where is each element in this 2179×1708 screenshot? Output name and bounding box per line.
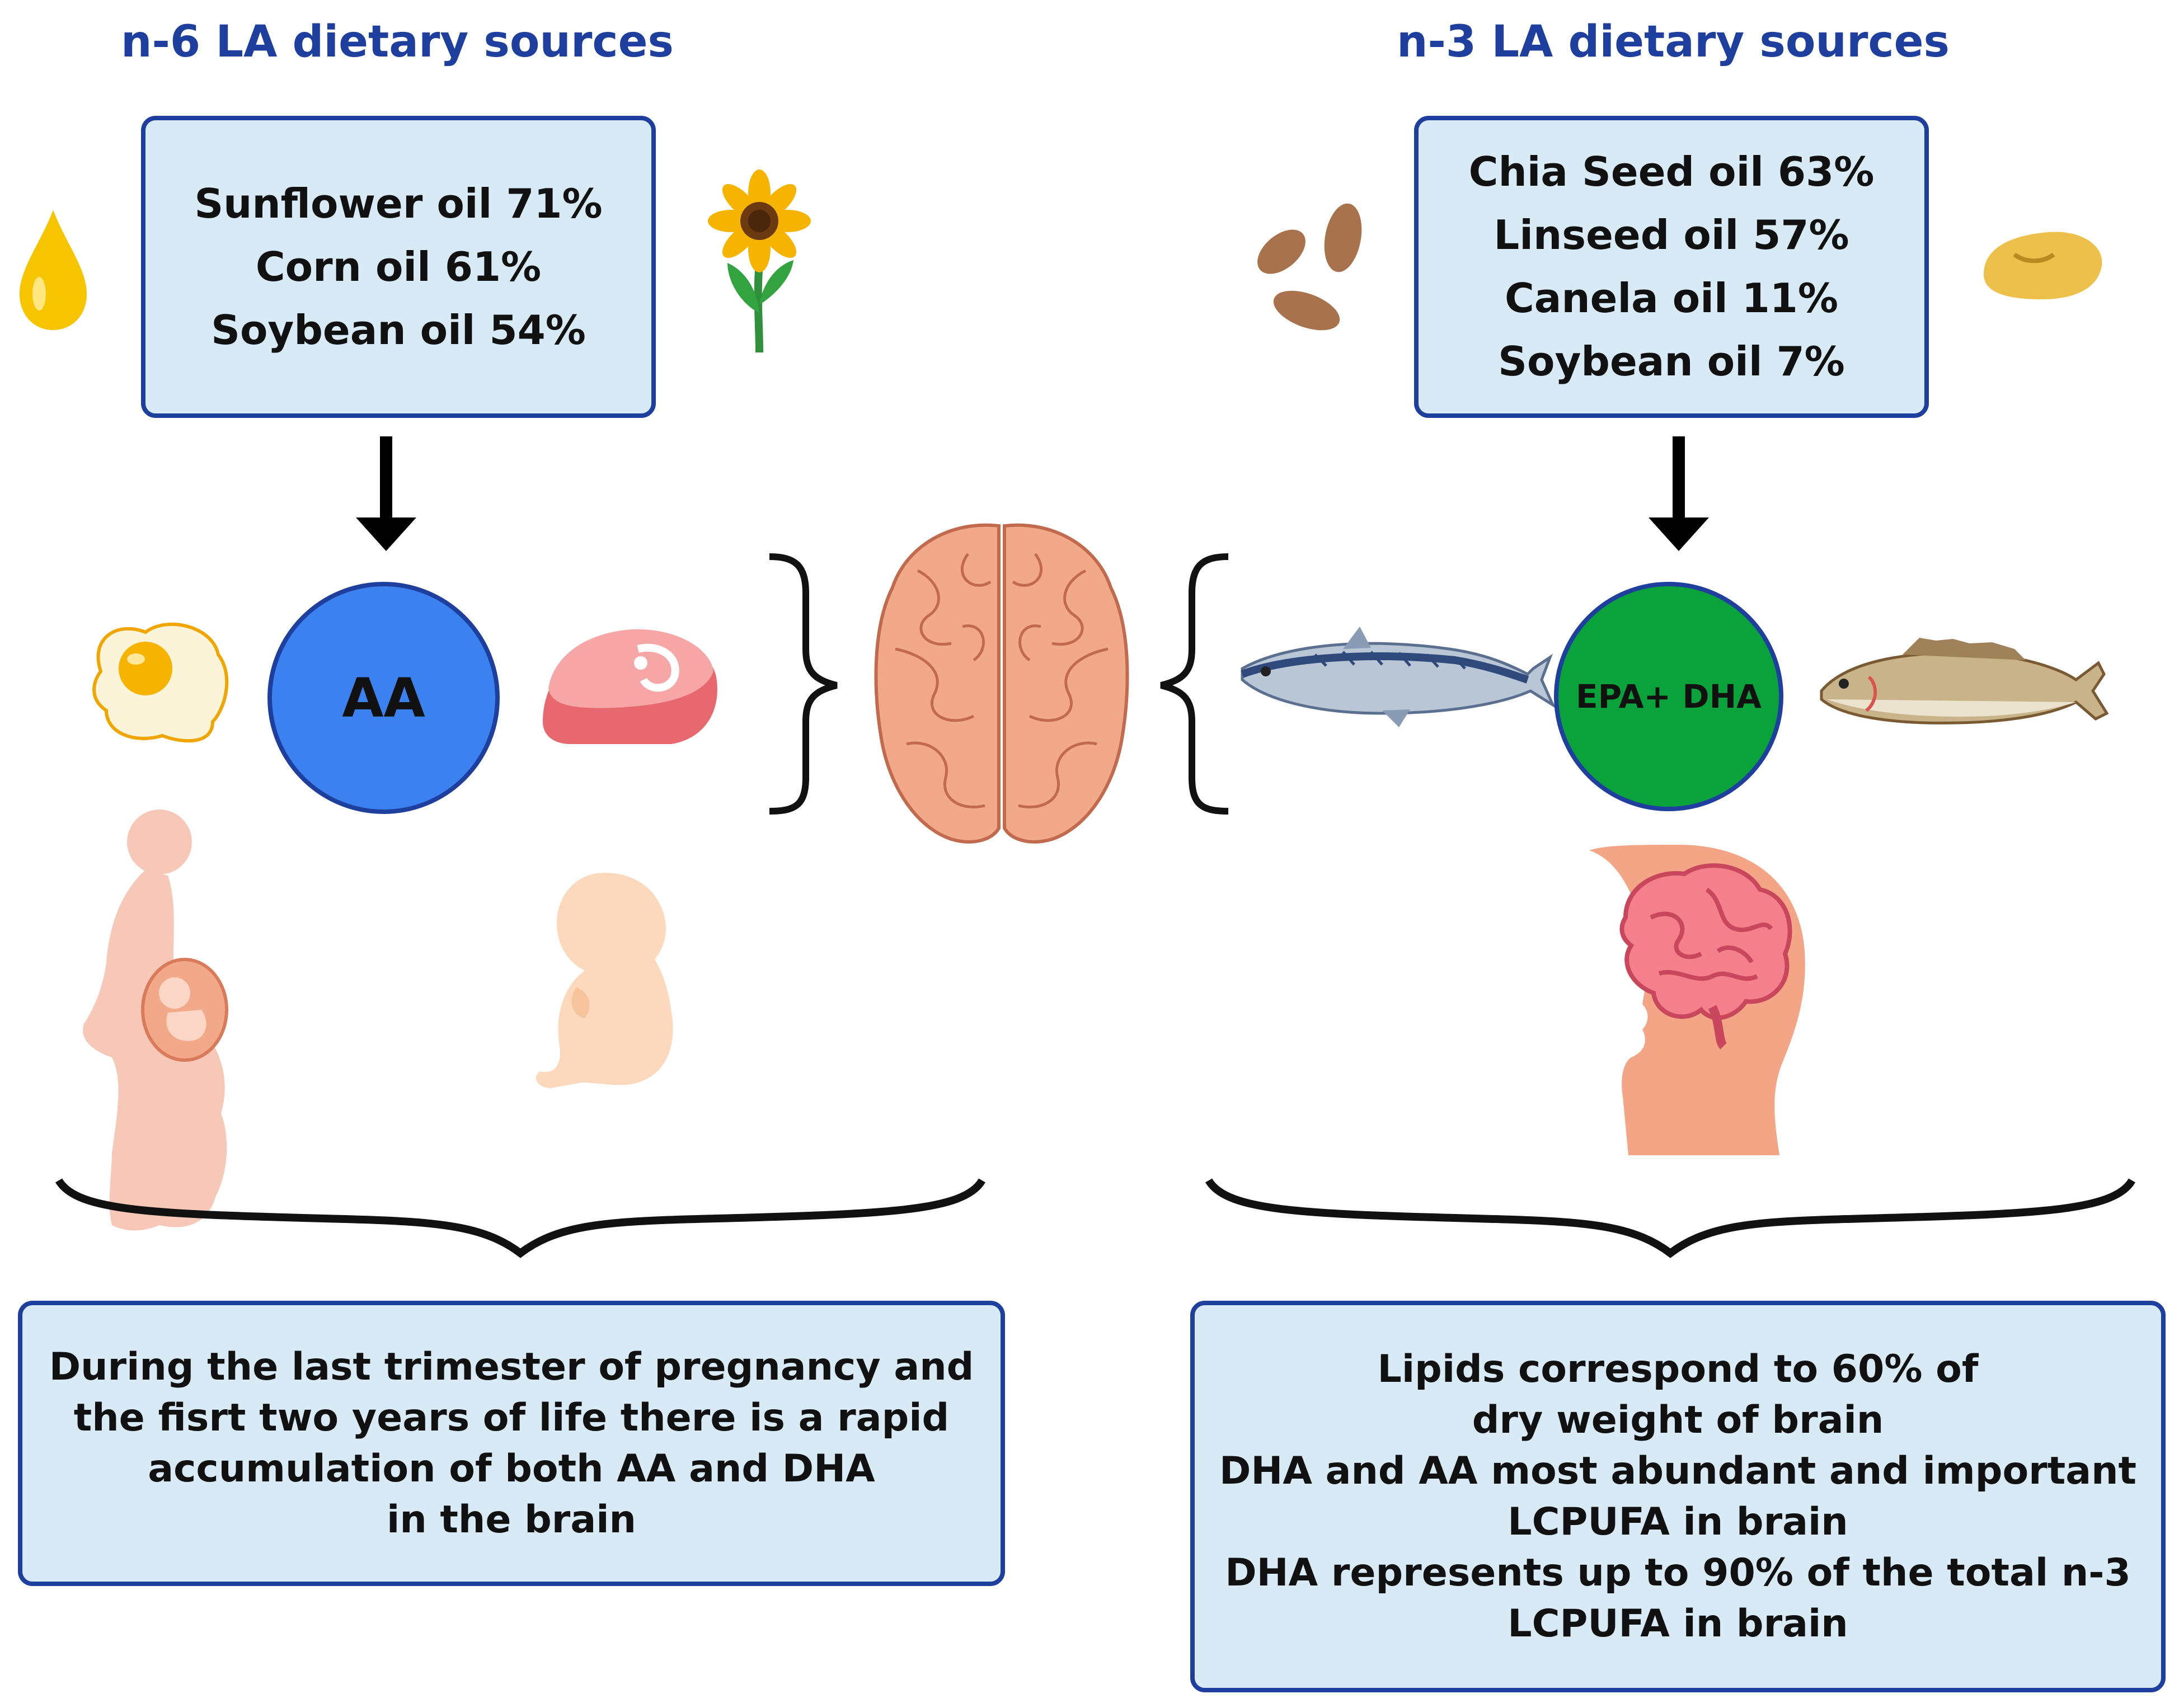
right-heading: n-3 LA dietary sources <box>1397 17 1950 67</box>
brace-bottom-left <box>55 1178 986 1258</box>
n3-source-item: Soybean oil 7% <box>1498 338 1845 385</box>
bean-icon <box>1984 232 2102 299</box>
aa-node: AA <box>267 582 500 814</box>
n3-summary-line: Lipids correspond to 60% of <box>1377 1347 1979 1391</box>
n6-source-item: Sunflower oil 71% <box>194 180 603 227</box>
brace-right-of-brain <box>1160 553 1229 815</box>
brain-icon <box>874 523 1129 844</box>
n6-summary-line: in the brain <box>387 1498 636 1542</box>
n6-source-item: Corn oil 61% <box>255 243 542 290</box>
arrow-down-right <box>1649 436 1709 551</box>
n3-summary-line: dry weight of brain <box>1472 1398 1884 1442</box>
n3-source-item: Chia Seed oil 63% <box>1468 148 1875 195</box>
mackerel-fish-icon <box>1241 627 1556 727</box>
meat-steak-icon <box>543 629 717 744</box>
n3-summary-line: DHA and AA most abundant and important <box>1219 1449 2137 1493</box>
pregnant-woman-icon <box>83 810 228 1231</box>
n6-summary-line: accumulation of both AA and DHA <box>148 1447 875 1491</box>
head-brain-icon <box>1589 845 1805 1155</box>
n3-summary-box: Lipids correspond to 60% of dry weight o… <box>1190 1301 2166 1692</box>
fish-icon <box>1820 638 2109 724</box>
n3-source-item: Canela oil 11% <box>1504 275 1839 322</box>
n3-summary-line: LCPUFA in brain <box>1508 1500 1848 1544</box>
n6-summary-line: the fisrt two years of life there is a r… <box>73 1396 950 1440</box>
n3-summary-line: DHA represents up to 90% of the total n-… <box>1225 1551 2131 1595</box>
seeds-icon <box>1257 203 1362 331</box>
aa-node-label: AA <box>342 666 425 730</box>
n3-sources-box: Chia Seed oil 63% Linseed oil 57% Canela… <box>1414 116 1929 418</box>
arrow-down-left <box>356 436 416 551</box>
fried-egg-icon <box>92 623 229 743</box>
n6-sources-box: Sunflower oil 71% Corn oil 61% Soybean o… <box>141 116 656 418</box>
brace-bottom-right <box>1205 1178 2136 1258</box>
brace-left-of-brain <box>769 553 838 815</box>
n3-source-item: Linseed oil 57% <box>1494 211 1849 258</box>
n6-source-item: Soybean oil 54% <box>211 306 586 354</box>
epa-dha-node: EPA+ DHA <box>1554 582 1783 811</box>
epa-dha-node-label: EPA+ DHA <box>1575 677 1762 716</box>
n3-summary-line: LCPUFA in brain <box>1508 1602 1848 1646</box>
sunflower-icon <box>708 170 811 353</box>
fetus-icon <box>536 873 673 1088</box>
n6-summary-box: During the last trimester of pregnancy a… <box>18 1301 1005 1586</box>
left-heading: n-6 LA dietary sources <box>121 17 674 67</box>
oil-drop-icon <box>20 210 87 330</box>
n6-summary-line: During the last trimester of pregnancy a… <box>49 1345 974 1389</box>
